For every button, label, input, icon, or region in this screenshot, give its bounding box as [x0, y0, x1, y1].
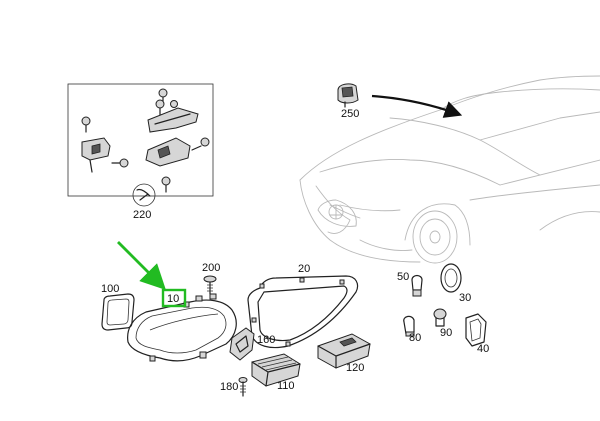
highlight-arrow — [117, 241, 166, 290]
callout-160: 160 — [257, 334, 275, 346]
part-200-screw[interactable]: 200 — [202, 262, 220, 295]
callout-100: 100 — [101, 283, 119, 295]
part-50-bulb[interactable]: 50 — [397, 271, 423, 297]
callout-180: 180 — [220, 381, 238, 393]
part-100-gasket[interactable]: 100 — [101, 283, 135, 331]
callout-200: 200 — [202, 262, 220, 274]
part-40-cover[interactable]: 40 — [465, 313, 489, 355]
part-80-bulb[interactable]: 80 — [403, 315, 422, 344]
part-220-repair-kit[interactable]: 220 — [67, 83, 214, 221]
callout-10: 10 — [167, 293, 179, 305]
callout-20: 20 — [298, 263, 310, 275]
callout-120: 120 — [346, 362, 364, 374]
callout-90: 90 — [440, 327, 452, 339]
part-30-cap[interactable]: 30 — [440, 263, 471, 304]
part-180-screw[interactable]: 180 — [220, 377, 248, 397]
part-160-bracket[interactable]: 160 — [229, 327, 275, 361]
location-arrow — [371, 94, 463, 118]
callout-40: 40 — [477, 343, 489, 355]
control-unit-fins — [257, 356, 297, 371]
part-10-headlamp[interactable]: 10 — [127, 288, 237, 362]
callout-50: 50 — [397, 271, 409, 283]
callout-110: 110 — [277, 380, 295, 392]
callout-220: 220 — [133, 209, 151, 221]
headlamp-mounts — [149, 293, 217, 362]
part-110-control-unit[interactable]: 110 — [251, 353, 301, 392]
vehicle-outline — [299, 75, 600, 264]
callout-250: 250 — [341, 108, 359, 120]
callout-30: 30 — [459, 292, 471, 304]
part-90-socket[interactable]: 90 — [433, 308, 452, 339]
callout-80: 80 — [409, 332, 421, 344]
highlight-box-10 — [161, 288, 187, 308]
part-250-sensor[interactable]: 250 — [337, 83, 359, 120]
repair-kit-components — [81, 88, 210, 193]
part-20-headlamp-housing[interactable]: 20 — [247, 263, 359, 349]
housing-tabs — [251, 277, 345, 347]
part-120-ballast-module[interactable]: 120 — [317, 333, 371, 374]
